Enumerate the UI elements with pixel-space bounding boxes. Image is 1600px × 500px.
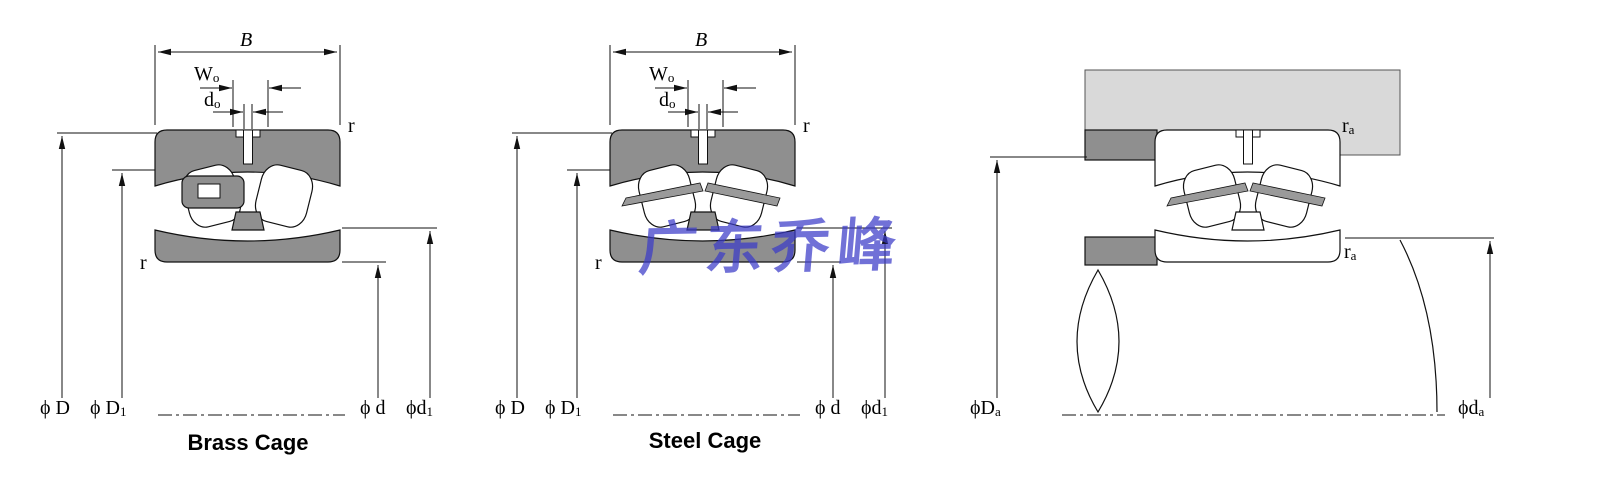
dim-label-od-steel: ϕ D [495, 397, 525, 419]
mounting-diagram [990, 69, 1494, 416]
guide-flange [686, 211, 720, 231]
inner-ring-outline [1154, 229, 1341, 263]
guide-flange-outline [1231, 211, 1265, 231]
oil-hole [698, 129, 708, 165]
dim-label-r-outer-steel: r [803, 115, 810, 137]
brass-dimension-lines [57, 45, 437, 416]
housing-shoulder [1084, 129, 1158, 161]
dim-label-r-inner-steel: r [595, 252, 602, 274]
dim-label-r-outer-brass: r [348, 115, 355, 137]
steel-cage-left [621, 182, 704, 207]
cage-right [1249, 182, 1326, 207]
mounted-bearing-section [1154, 129, 1341, 263]
dim-label-b-brass: B [240, 29, 253, 51]
steel-cage-diagram [512, 45, 892, 416]
steel-dimension-lines [512, 45, 892, 416]
cage-left [1166, 182, 1249, 207]
oil-hole [1243, 129, 1253, 165]
dim-label-id-steel: ϕ d [815, 397, 841, 419]
dim-label-od-brass: ϕ D [40, 397, 70, 419]
oil-hole [243, 129, 253, 165]
inner-ring-section [154, 229, 341, 263]
shaft-shoulder [1084, 236, 1158, 266]
dim-label-od1-steel: ϕ D1 [545, 397, 582, 419]
caption-brass-cage: Brass Cage [187, 430, 309, 455]
dim-label-r-inner-brass: r [140, 252, 147, 274]
dim-label-id1-steel: ϕd1 [861, 397, 889, 419]
dim-label-do-steel: do [659, 89, 676, 111]
dim-label-wo-steel: Wo [649, 63, 675, 85]
brass-cage-diagram [57, 45, 437, 416]
steel-bearing-section [609, 129, 796, 263]
dim-label-b-steel: B [695, 29, 708, 51]
shaft-surface-curve [1399, 239, 1438, 413]
inner-ring-section [609, 229, 796, 263]
dim-label-id-brass: ϕ d [360, 397, 386, 419]
steel-cage-right [704, 182, 781, 207]
brass-bearing-section [154, 129, 341, 263]
dim-label-wo-brass: Wo [194, 63, 220, 85]
dim-label-da-shaft: ϕda [1458, 397, 1485, 419]
shaft-shoulder-curve [1076, 268, 1120, 414]
dim-label-ra-shaft: ra [1344, 241, 1357, 263]
caption-steel-cage: Steel Cage [648, 428, 762, 453]
dim-label-id1-brass: ϕd1 [406, 397, 434, 419]
mounting-dimension-lines [990, 156, 1494, 416]
dim-label-ra-housing: ra [1342, 115, 1355, 137]
dim-label-do-brass: do [204, 89, 221, 111]
dim-label-da-housing: ϕDa [970, 397, 1001, 419]
roller-right [254, 164, 314, 228]
dim-label-od1-brass: ϕ D1 [90, 397, 127, 419]
guide-flange [231, 211, 265, 231]
brass-cage-pocket [197, 183, 221, 199]
